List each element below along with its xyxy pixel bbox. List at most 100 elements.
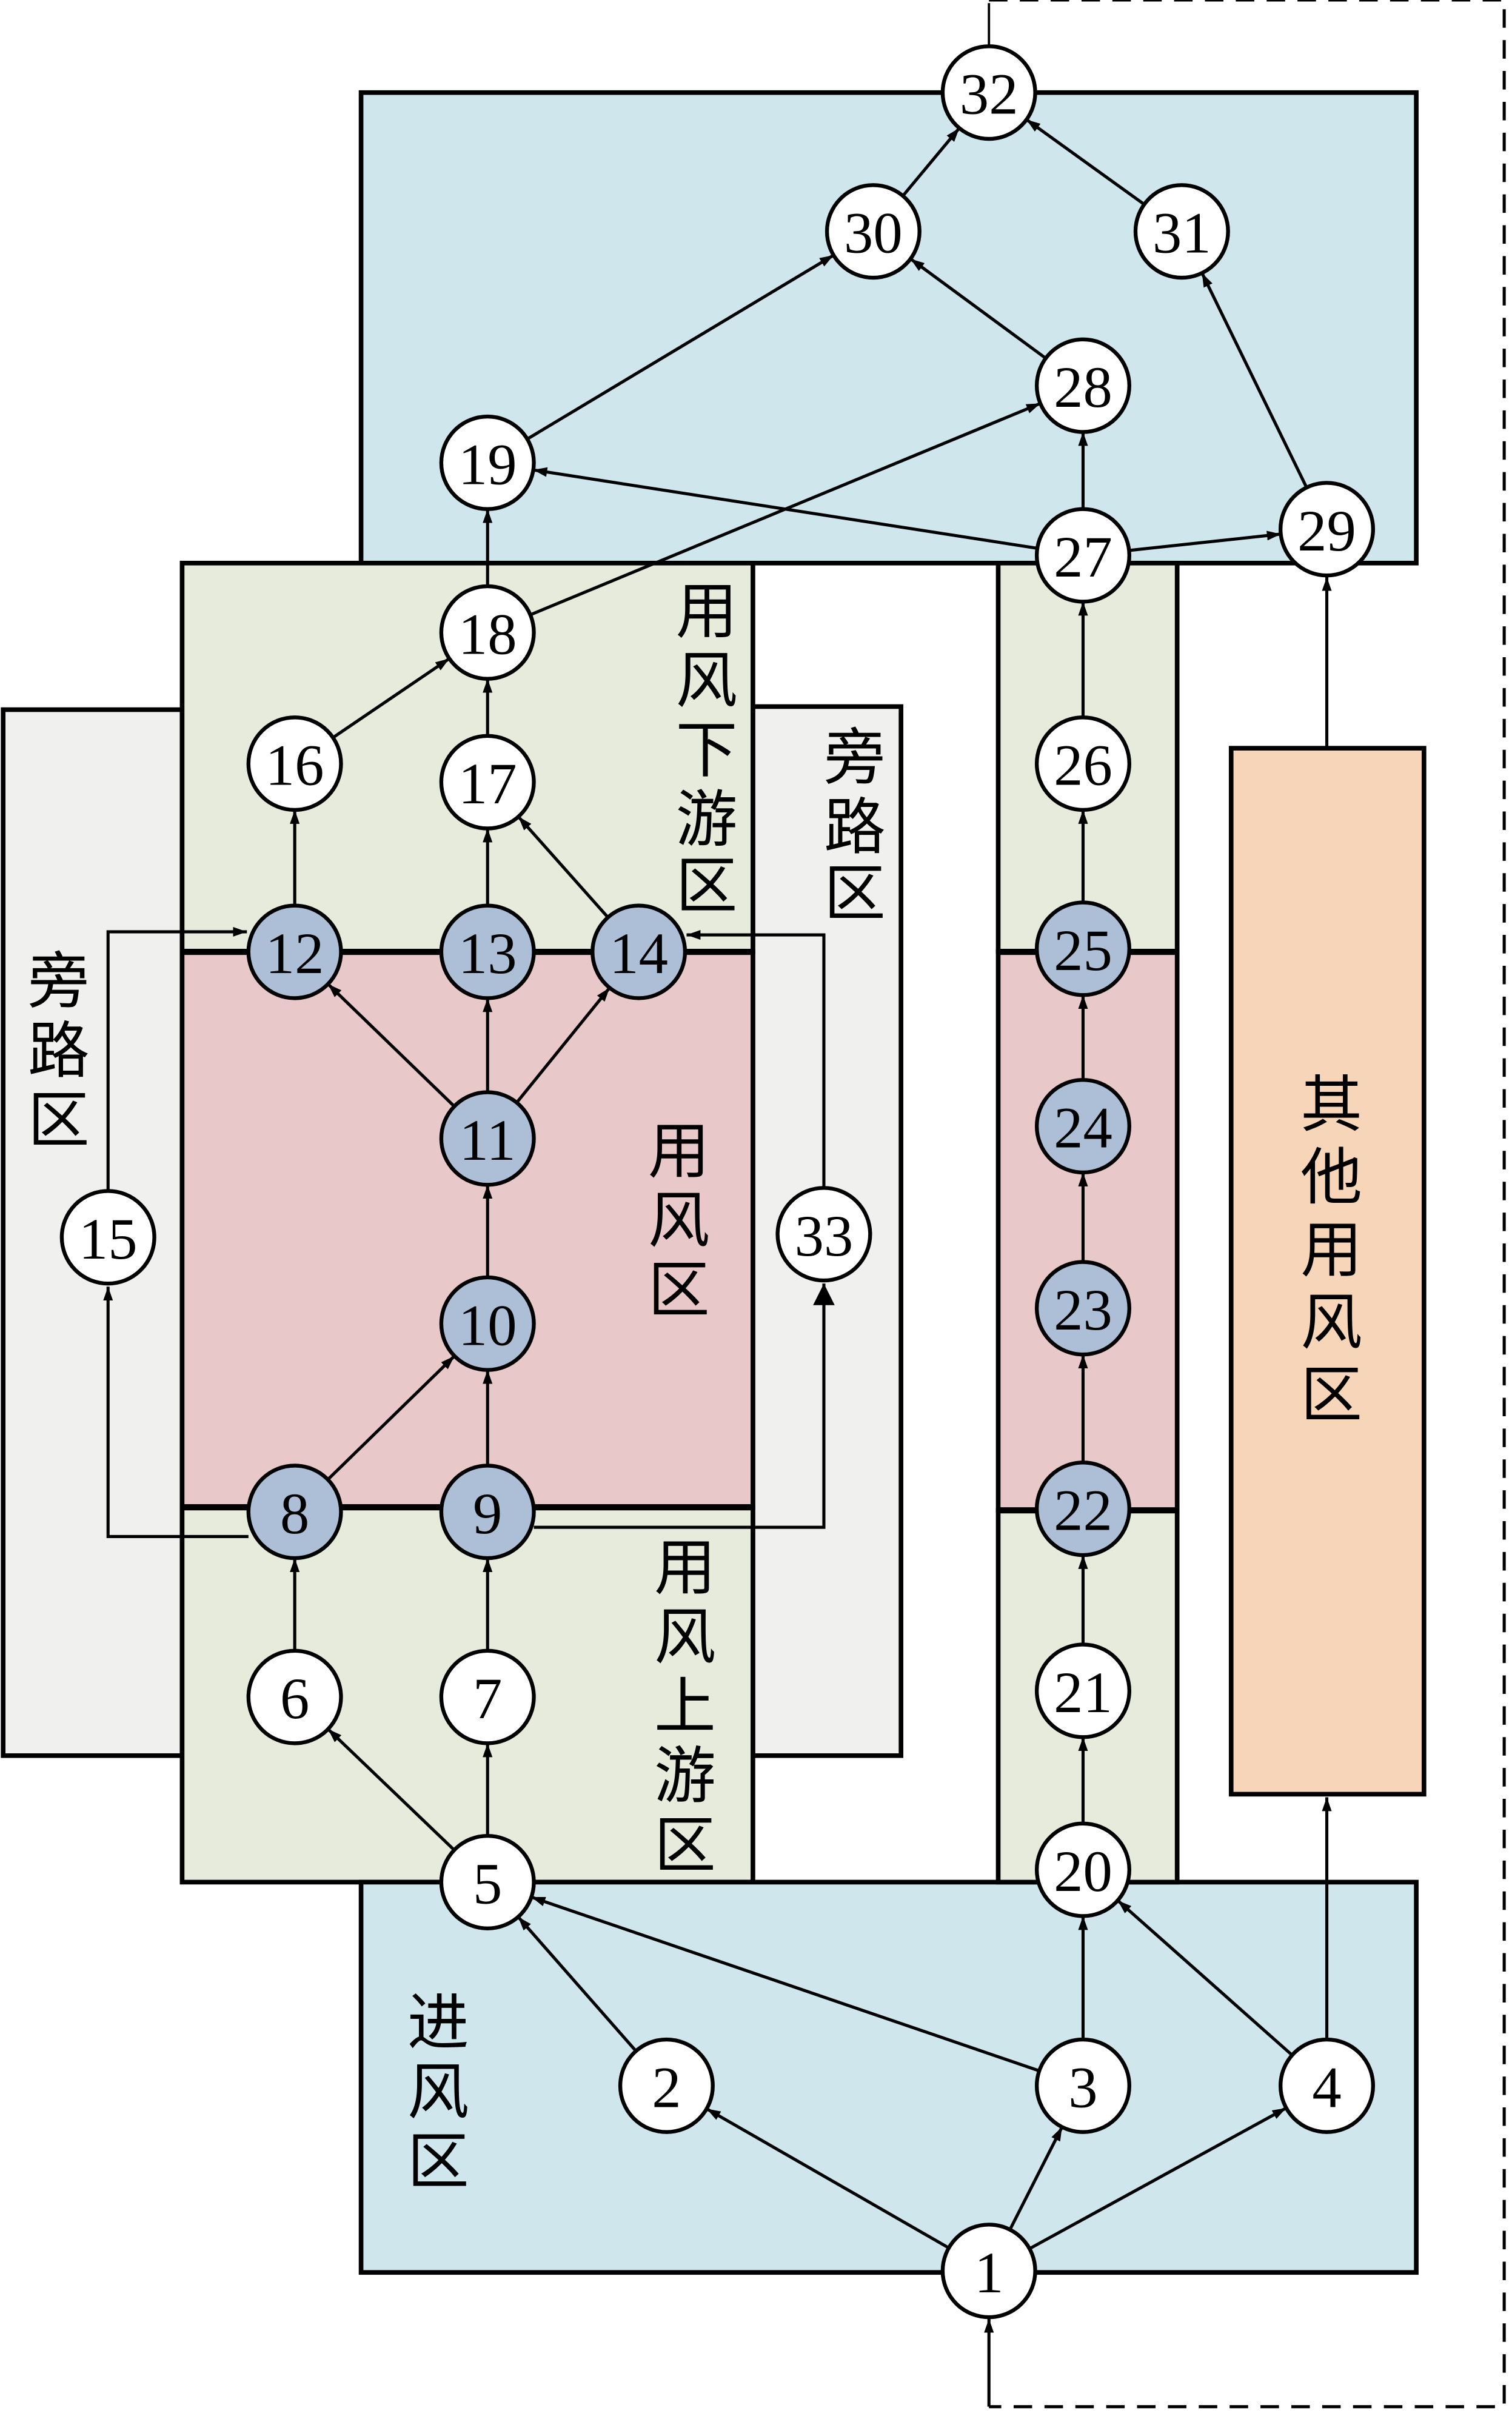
node-16: 16 — [246, 715, 343, 812]
node-circle — [1034, 2037, 1131, 2134]
node-label: 27 — [1054, 524, 1112, 589]
node-label: 25 — [1054, 918, 1112, 983]
zone-label-downstream: 用 风 下 游 区 — [676, 576, 738, 922]
node-circle — [439, 903, 536, 1000]
edge-8-10 — [327, 1354, 456, 1481]
edge-33-14 — [686, 930, 826, 1188]
edge-11-14 — [515, 986, 611, 1104]
edge-4-20 — [1117, 1899, 1293, 2056]
node-label: 31 — [1152, 201, 1211, 266]
node-label: 29 — [1297, 498, 1356, 563]
node-label: 7 — [473, 1666, 502, 1731]
node-label: 12 — [266, 921, 324, 986]
node-label: 24 — [1054, 1096, 1112, 1160]
node-15: 15 — [59, 1189, 156, 1286]
node-14: 14 — [590, 903, 687, 1000]
node-circle — [1034, 507, 1131, 604]
svg-text:旁: 旁 — [28, 946, 90, 1018]
edge-11-12 — [327, 983, 456, 1108]
dashed-loop-line — [989, 0, 1506, 2409]
node-7: 7 — [439, 1648, 536, 1745]
node-circle — [439, 414, 536, 511]
zone-intake — [358, 1879, 1419, 2275]
node-21: 21 — [1034, 1642, 1131, 1739]
node-12: 12 — [246, 903, 343, 1000]
node-29: 29 — [1278, 481, 1376, 578]
node-circle — [1034, 1642, 1131, 1739]
node-label: 9 — [473, 1481, 502, 1546]
zone-label-other: 其 他 用 风 区 — [1300, 1070, 1362, 1431]
node-circle — [1278, 481, 1376, 578]
node-label: 13 — [458, 921, 517, 986]
node-22: 22 — [1034, 1460, 1131, 1557]
node-circle — [439, 1648, 536, 1745]
node-circle — [940, 44, 1037, 141]
node-circle — [1034, 1821, 1131, 1918]
node-circle — [940, 2223, 1037, 2320]
node-circle — [1034, 900, 1131, 997]
zone-label-intake: 进 风 区 — [407, 1988, 469, 2198]
svg-text:游: 游 — [654, 1741, 716, 1813]
svg-text:下: 下 — [676, 715, 738, 786]
node-label: 28 — [1054, 355, 1112, 420]
node-circle — [59, 1189, 156, 1286]
node-label: 5 — [473, 1852, 502, 1916]
node-circle — [775, 1186, 872, 1283]
node-label: 3 — [1068, 2055, 1097, 2120]
node-26: 26 — [1034, 715, 1131, 812]
node-circle — [439, 584, 536, 681]
node-label: 32 — [960, 62, 1019, 127]
node-label: 14 — [609, 921, 668, 986]
node-3: 3 — [1034, 2037, 1131, 2134]
node-23: 23 — [1034, 1260, 1131, 1357]
svg-text:区: 区 — [648, 1255, 710, 1327]
zone-return — [358, 90, 1419, 566]
node-circle — [246, 715, 343, 812]
svg-text:他: 他 — [1300, 1142, 1362, 1214]
node-circle — [1034, 1460, 1131, 1557]
node-32: 32 — [940, 44, 1037, 141]
zone-label-upstream: 用 风 上 游 区 — [654, 1533, 716, 1882]
edge-30-32 — [902, 127, 961, 197]
svg-text:路: 路 — [824, 792, 886, 864]
node-label: 2 — [652, 2055, 681, 2120]
node-5: 5 — [439, 1833, 536, 1930]
node-28: 28 — [1034, 337, 1131, 434]
node-9: 9 — [439, 1464, 536, 1561]
svg-text:区: 区 — [654, 1810, 716, 1882]
node-label: 6 — [280, 1666, 309, 1731]
node-circle — [1034, 1260, 1131, 1357]
node-label: 17 — [458, 751, 517, 816]
edge-2-5 — [517, 1916, 637, 2052]
node-circle — [618, 2037, 715, 2134]
svg-text:区: 区 — [1300, 1360, 1362, 1431]
node-circle — [246, 903, 343, 1000]
node-label: 23 — [1054, 1277, 1112, 1342]
node-label: 11 — [460, 1108, 516, 1173]
node-circle — [590, 903, 687, 1000]
svg-text:旁: 旁 — [824, 723, 886, 794]
svg-text:风: 风 — [648, 1185, 710, 1257]
node-circle — [1133, 183, 1230, 280]
svg-text:风: 风 — [1300, 1287, 1362, 1359]
edge-14-17 — [517, 815, 609, 918]
svg-text:路: 路 — [28, 1016, 90, 1088]
node-label: 1 — [974, 2240, 1003, 2305]
node-10: 10 — [439, 1275, 536, 1372]
node-circle — [1034, 1078, 1131, 1175]
node-circle — [825, 183, 922, 280]
node-13: 13 — [439, 903, 536, 1000]
node-circle — [246, 1648, 343, 1745]
edge-15-12 — [106, 926, 247, 1191]
svg-text:用: 用 — [648, 1116, 710, 1188]
node-11: 11 — [439, 1090, 536, 1187]
edge-16-18 — [332, 657, 450, 739]
node-24: 24 — [1034, 1078, 1131, 1175]
node-circle — [439, 1464, 536, 1561]
svg-text:区: 区 — [824, 858, 886, 930]
node-label: 16 — [266, 733, 324, 798]
node-30: 30 — [825, 183, 922, 280]
edge-9-33 — [534, 1283, 835, 1529]
zone-label-bypass-right: 旁 路 区 — [824, 723, 886, 930]
